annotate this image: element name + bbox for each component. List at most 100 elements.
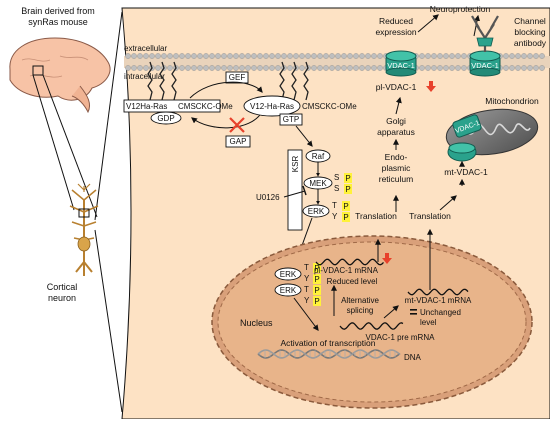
membrane-lipid-head [191, 65, 197, 71]
mek-phospho-1: P [345, 174, 350, 183]
dna-helix [257, 349, 401, 359]
mt-mrna-squiggle [407, 288, 469, 296]
pl-vdac-channel: VDAC-1 [385, 50, 417, 77]
membrane-lipid-head [161, 53, 167, 59]
mitochondrion-label: Mitochondrion [485, 96, 539, 106]
membrane-lipid-head [233, 53, 239, 59]
neuron-label-line1: Cortical [47, 282, 78, 292]
membrane-lipid-head [347, 53, 353, 59]
brain-title-line2: synRas mouse [28, 17, 88, 27]
antibody-blocked-vdac: VDAC-1 [469, 15, 501, 77]
membrane-lipid-head [143, 65, 149, 71]
ras-active-label: V12-Ha-Ras [250, 102, 294, 111]
membrane-lipid-head [173, 53, 179, 59]
membrane-lipid-head [539, 53, 545, 59]
reduced-expr-line1: Reduced [379, 16, 413, 26]
membrane-lipid-head [329, 65, 335, 71]
cortical-neuron-illustration [69, 183, 99, 276]
membrane-lipid-head [131, 65, 137, 71]
membrane-lipid-head [275, 53, 281, 59]
membrane-lipid-head [449, 65, 455, 71]
membrane-lipid-head [347, 65, 353, 71]
membrane-lipid-head [245, 53, 251, 59]
channel-line2: blocking [514, 27, 545, 37]
ksr-scaffold: KSR [287, 149, 303, 231]
membrane-lipid-head [527, 53, 533, 59]
translation-right: Translation [409, 211, 451, 221]
erk-cyto-label: ERK [308, 207, 325, 216]
membrane-lipid-head [371, 65, 377, 71]
membrane-lipid-head [443, 53, 449, 59]
membrane-lipid-head [527, 65, 533, 71]
membrane-lipid-head [233, 65, 239, 71]
ras-active-complex: V12-Ha-Ras CMSCKC-OMe GTP [243, 61, 357, 126]
membrane-lipid-head [521, 53, 527, 59]
gap-blocked-x-icon [229, 117, 245, 133]
membrane-lipid-head [263, 65, 269, 71]
erk-site-y: Y [332, 212, 338, 221]
ras-active-oval [243, 95, 301, 117]
gtp-label: GTP [283, 115, 299, 124]
unchanged-line1: Unchanged [420, 308, 461, 317]
pre-mrna-squiggle [339, 322, 404, 330]
membrane-lipid-head [263, 53, 269, 59]
membrane-lipid-head [167, 53, 173, 59]
membrane-lipid-head [377, 65, 383, 71]
membrane-lipid-head [125, 65, 131, 71]
membrane-lipid-head [335, 53, 341, 59]
pl-mrna-down-arrow-icon [382, 253, 392, 264]
ras-lipid-tail-1: CMSCKC-OMe [178, 102, 233, 111]
golgi-line2: apparatus [377, 127, 415, 137]
nucleus-label: Nucleus [240, 318, 273, 328]
membrane-lipid-head [329, 53, 335, 59]
membrane-lipid-head [215, 53, 221, 59]
membrane-lipid-head [131, 53, 137, 59]
erk-nuc-p2: P [314, 275, 319, 284]
membrane-lipid-head [227, 53, 233, 59]
alt-splicing-line2: splicing [347, 306, 374, 315]
membrane-lipid-head [377, 53, 383, 59]
activation-label: Activation of transcription [281, 338, 376, 348]
reduced-expr-line2: expression [375, 27, 416, 37]
membrane-lipid-head [155, 53, 161, 59]
membrane-lipid-head [287, 53, 293, 59]
membrane-lipid-head [179, 65, 185, 71]
membrane-lipid-head [317, 53, 323, 59]
membrane-lipid-head [455, 53, 461, 59]
pl-vdac-channel-label: VDAC-1 [387, 61, 415, 70]
channel-line1: Channel [514, 16, 546, 26]
erk-nuc-2-label: ERK [280, 286, 297, 295]
membrane-lipid-head [149, 53, 155, 59]
erk-phospho-y: P [343, 213, 348, 222]
membrane-lipid-head [341, 65, 347, 71]
membrane-lipid-head [299, 65, 305, 71]
membrane-lipid-head [179, 53, 185, 59]
raf-label: Raf [312, 152, 325, 161]
membrane-lipid-head [371, 53, 377, 59]
membrane-lipid-head [419, 65, 425, 71]
membrane-lipid-head [335, 65, 341, 71]
membrane-lipid-head [419, 53, 425, 59]
membrane-lipid-head [287, 65, 293, 71]
membrane-lipid-head [269, 65, 275, 71]
er-line3: reticulum [379, 174, 413, 184]
membrane-lipid-head [443, 65, 449, 71]
membrane-lipid-head [533, 65, 539, 71]
pl-mrna-squiggle [315, 258, 384, 266]
brain-region-box [32, 65, 44, 76]
membrane-lipid-head [185, 53, 191, 59]
membrane-lipid-head [461, 53, 467, 59]
channel-line3: antibody [514, 38, 547, 48]
extracellular-label: extracellular [124, 44, 167, 53]
membrane-lipid-head [353, 53, 359, 59]
membrane-lipid-head [503, 53, 509, 59]
membrane-lipid-head [431, 65, 437, 71]
membrane-lipid-head [137, 53, 143, 59]
erk-nuc-1-label: ERK [280, 270, 297, 279]
mek-phospho-2: P [345, 185, 350, 194]
membrane-lipid-head [509, 65, 515, 71]
nucleus-inner [217, 241, 527, 403]
membrane-lipid-head [521, 65, 527, 71]
gdp-badge [150, 111, 182, 125]
